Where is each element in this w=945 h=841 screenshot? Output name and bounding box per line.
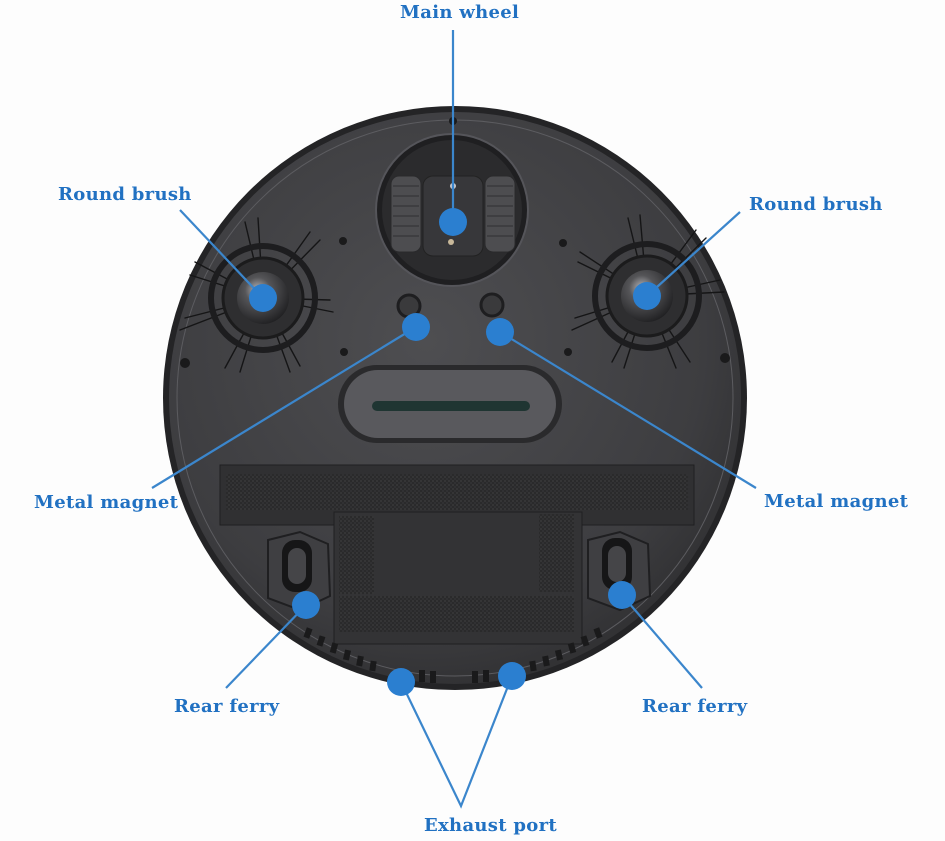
label-main-wheel: Main wheel	[400, 2, 520, 23]
label-rear-ferry-left: Rear ferry	[174, 696, 280, 717]
callout-markers	[249, 208, 661, 696]
rear-ferry-right-marker-icon	[608, 581, 636, 609]
label-round-brush-right: Round brush	[749, 194, 883, 215]
round-brush-left-leader	[179, 209, 264, 299]
screw-icon	[564, 348, 572, 356]
rear-ferry-left-marker-icon	[292, 591, 320, 619]
screw-icon	[180, 358, 190, 368]
exhaust-port-left-marker-icon	[387, 668, 415, 696]
left-rear-caster	[267, 530, 332, 612]
metal-magnet-left-leader	[151, 326, 417, 489]
label-metal-magnet-left: Metal magnet	[34, 492, 179, 513]
label-rear-ferry-right: Rear ferry	[642, 696, 748, 717]
label-round-brush-left: Round brush	[58, 184, 192, 205]
round-brush-left-marker-icon	[249, 284, 277, 312]
rear-ferry-left-leader	[225, 604, 307, 689]
main-wheel-marker-icon	[439, 208, 467, 236]
screw-icon	[340, 348, 348, 356]
metal-magnet-left-marker-icon	[402, 313, 430, 341]
right-rear-caster	[587, 530, 652, 612]
round-brush-right-leader	[646, 211, 741, 297]
screw-icon	[339, 237, 347, 245]
suction-port	[338, 365, 562, 443]
leader-lines	[151, 30, 757, 809]
rear-ferry-right-leader	[621, 594, 703, 689]
screw-icon	[720, 353, 730, 363]
exhaust-port-right-marker-icon	[498, 662, 526, 690]
round-brush-right-marker-icon	[633, 282, 661, 310]
metal-magnet-right-leader	[499, 331, 757, 489]
metal-magnet-right-marker-icon	[486, 318, 514, 346]
label-exhaust-port: Exhaust port	[424, 815, 557, 836]
dustbox-plate	[219, 464, 695, 683]
label-metal-magnet-right: Metal magnet	[764, 491, 909, 512]
screw-icon	[559, 239, 567, 247]
exhaust-port-leader	[400, 675, 514, 809]
